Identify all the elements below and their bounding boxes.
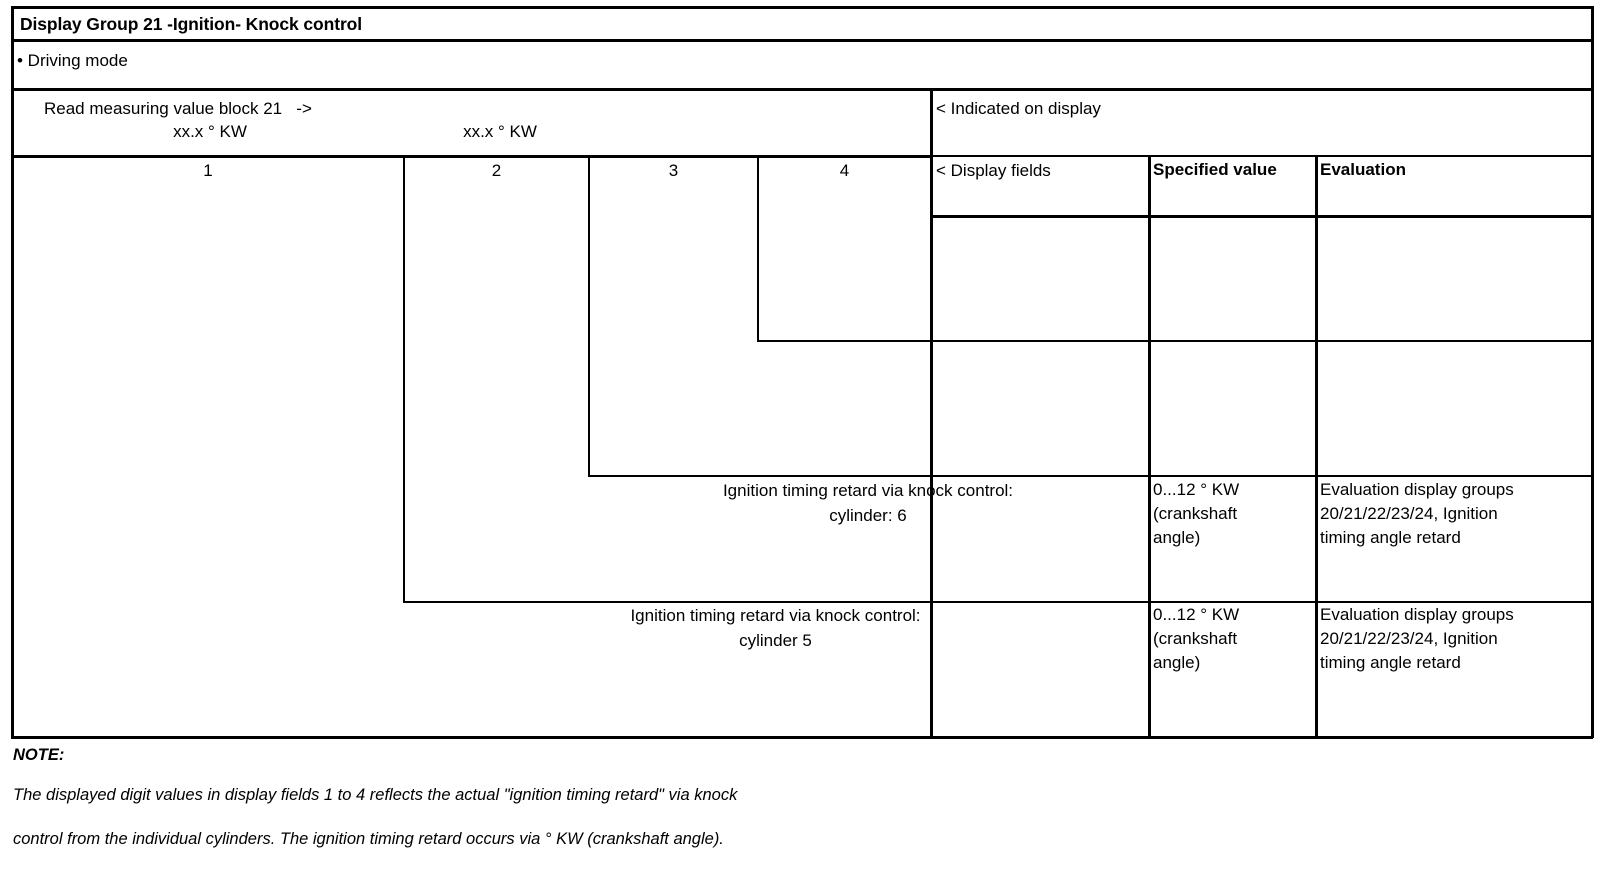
rule-field3-step-row1-top <box>588 475 1593 477</box>
divider-fields-displayfields <box>930 88 933 738</box>
divider-field3-field4 <box>757 155 759 342</box>
table-bottom-border <box>11 736 1593 739</box>
field-number-3: 3 <box>668 161 679 180</box>
field-number-2: 2 <box>491 161 502 180</box>
rule-below-indicated-on-display <box>930 155 1593 157</box>
table-right-border <box>1591 6 1594 738</box>
driving-mode-bullet: • Driving mode <box>17 51 128 70</box>
legend-display-fields: < Display fields <box>936 161 1051 180</box>
header-evaluation: Evaluation <box>1320 160 1406 179</box>
divider-field1-field2 <box>403 155 405 603</box>
row1-description-line1: Ignition timing retard via knock control… <box>722 481 1014 500</box>
rule-field2-step-row2-top <box>403 601 1593 603</box>
note-line-1: The displayed digit values in display fi… <box>13 786 738 804</box>
divider-displayfields-specified <box>1148 155 1151 738</box>
row1-specified-value: 0...12 ° KW (crankshaft angle) <box>1153 480 1240 548</box>
page-title: Display Group 21 -Ignition- Knock contro… <box>20 14 363 34</box>
field-number-1: 1 <box>203 161 213 180</box>
divider-field2-field3 <box>588 155 590 477</box>
table-top-border <box>11 6 1593 9</box>
legend-indicated-on-display: < Indicated on display <box>936 99 1101 118</box>
row2-description-line1: Ignition timing retard via knock control… <box>630 606 921 625</box>
measuring-unit-left: xx.x ° KW <box>173 122 247 141</box>
note-line-2: control from the individual cylinders. T… <box>13 830 724 848</box>
field-number-4: 4 <box>839 161 850 180</box>
measuring-unit-right: xx.x ° KW <box>463 122 537 141</box>
row2-evaluation: Evaluation display groups 20/21/22/23/24… <box>1320 605 1514 673</box>
row1-description-line2: cylinder: 6 <box>829 506 907 525</box>
row2-specified-value: 0...12 ° KW (crankshaft angle) <box>1153 605 1240 673</box>
rule-field4-step <box>757 340 1593 342</box>
measuring-instruction: Read measuring value block 21 -> <box>44 99 312 118</box>
header-specified-value: Specified value <box>1153 160 1277 179</box>
row1-evaluation: Evaluation display groups 20/21/22/23/24… <box>1320 480 1514 548</box>
divider-specified-evaluation <box>1315 155 1318 738</box>
rule-below-column-headers <box>930 215 1593 218</box>
rule-below-title <box>11 39 1593 42</box>
rule-below-measuring <box>11 155 932 158</box>
row2-description-line2: cylinder 5 <box>739 631 812 650</box>
table-left-border <box>11 6 14 738</box>
note-label: NOTE: <box>13 746 65 764</box>
rule-below-driving-mode <box>11 88 1593 91</box>
